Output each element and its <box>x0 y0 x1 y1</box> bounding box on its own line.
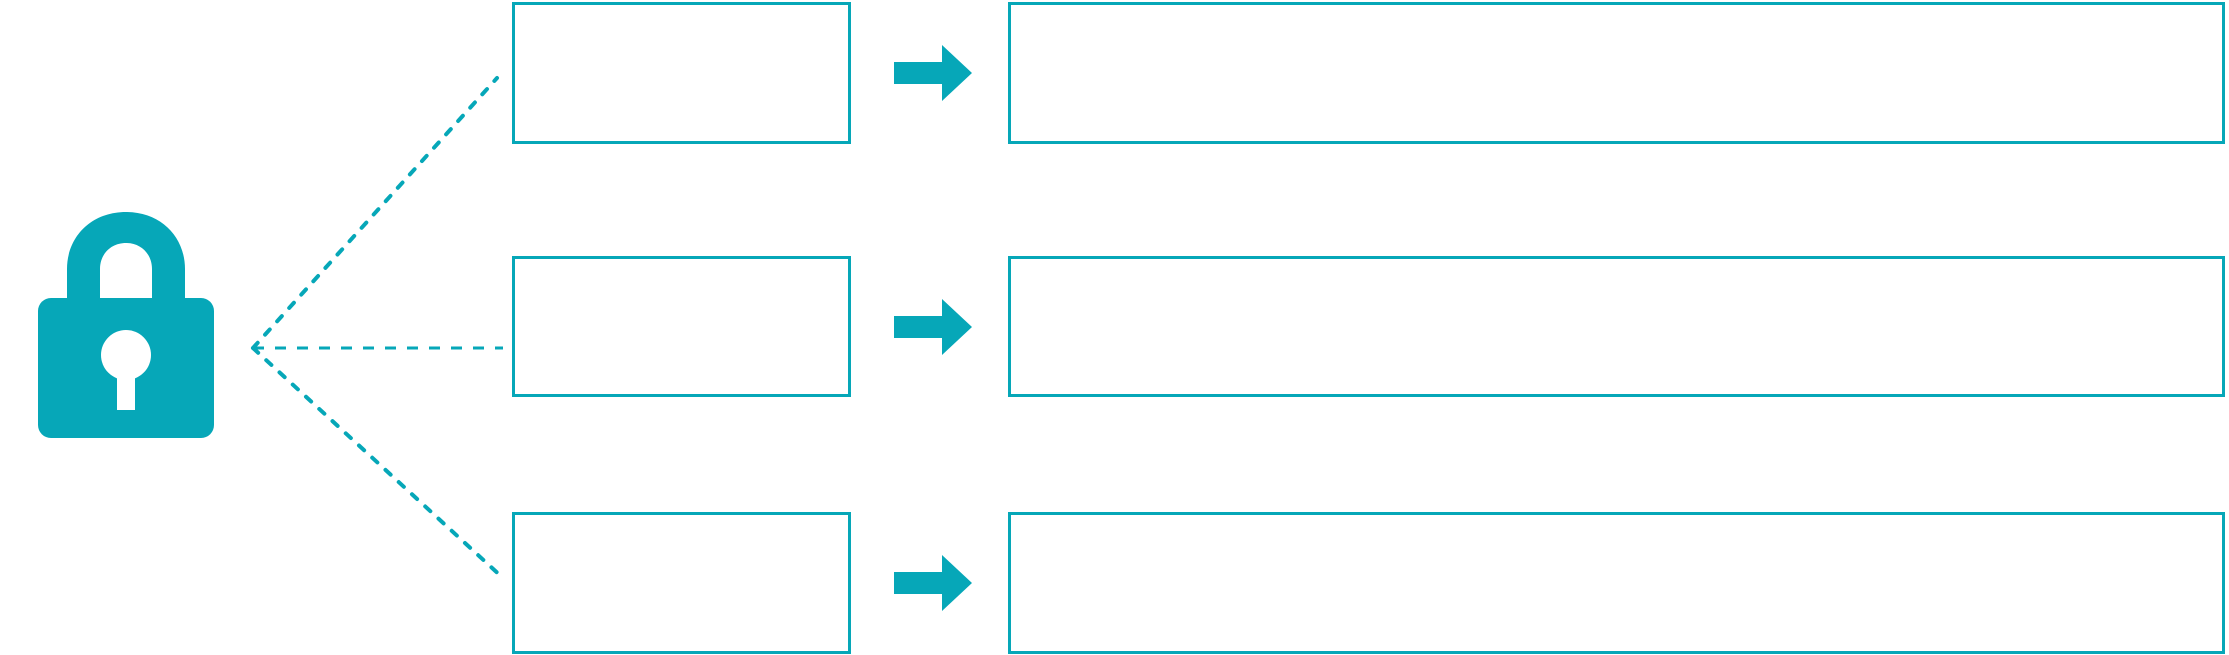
effect-box-1[interactable] <box>1008 2 2225 144</box>
right-arrow-icon-3-svg <box>894 555 972 611</box>
right-arrow-icon-3 <box>894 555 972 611</box>
lock-keyhole-stem <box>117 362 135 410</box>
lock-icon <box>38 212 214 438</box>
right-arrow-icon-2-svg <box>894 299 972 355</box>
effect-box-1-label <box>1011 5 2222 25</box>
connector-line-bottom <box>251 346 505 580</box>
effect-box-3-label <box>1011 515 2222 535</box>
effect-box-2-label <box>1011 259 2222 279</box>
cause-box-2-label <box>515 259 848 279</box>
lock-keyhole-circle <box>101 330 151 380</box>
effect-box-3[interactable] <box>1008 512 2225 654</box>
cause-box-2[interactable] <box>512 256 851 397</box>
cause-box-3-label <box>515 515 848 535</box>
effect-box-2[interactable] <box>1008 256 2225 397</box>
connector-line-top <box>251 76 499 350</box>
cause-box-1[interactable] <box>512 2 851 144</box>
lock-icon-svg <box>38 212 214 438</box>
cause-box-1-label <box>515 5 848 25</box>
right-arrow-icon-2 <box>894 299 972 355</box>
cause-box-3[interactable] <box>512 512 851 654</box>
lock-shackle <box>67 212 185 310</box>
right-arrow-icon-1-svg <box>894 45 972 101</box>
right-arrow-icon-1 <box>894 45 972 101</box>
